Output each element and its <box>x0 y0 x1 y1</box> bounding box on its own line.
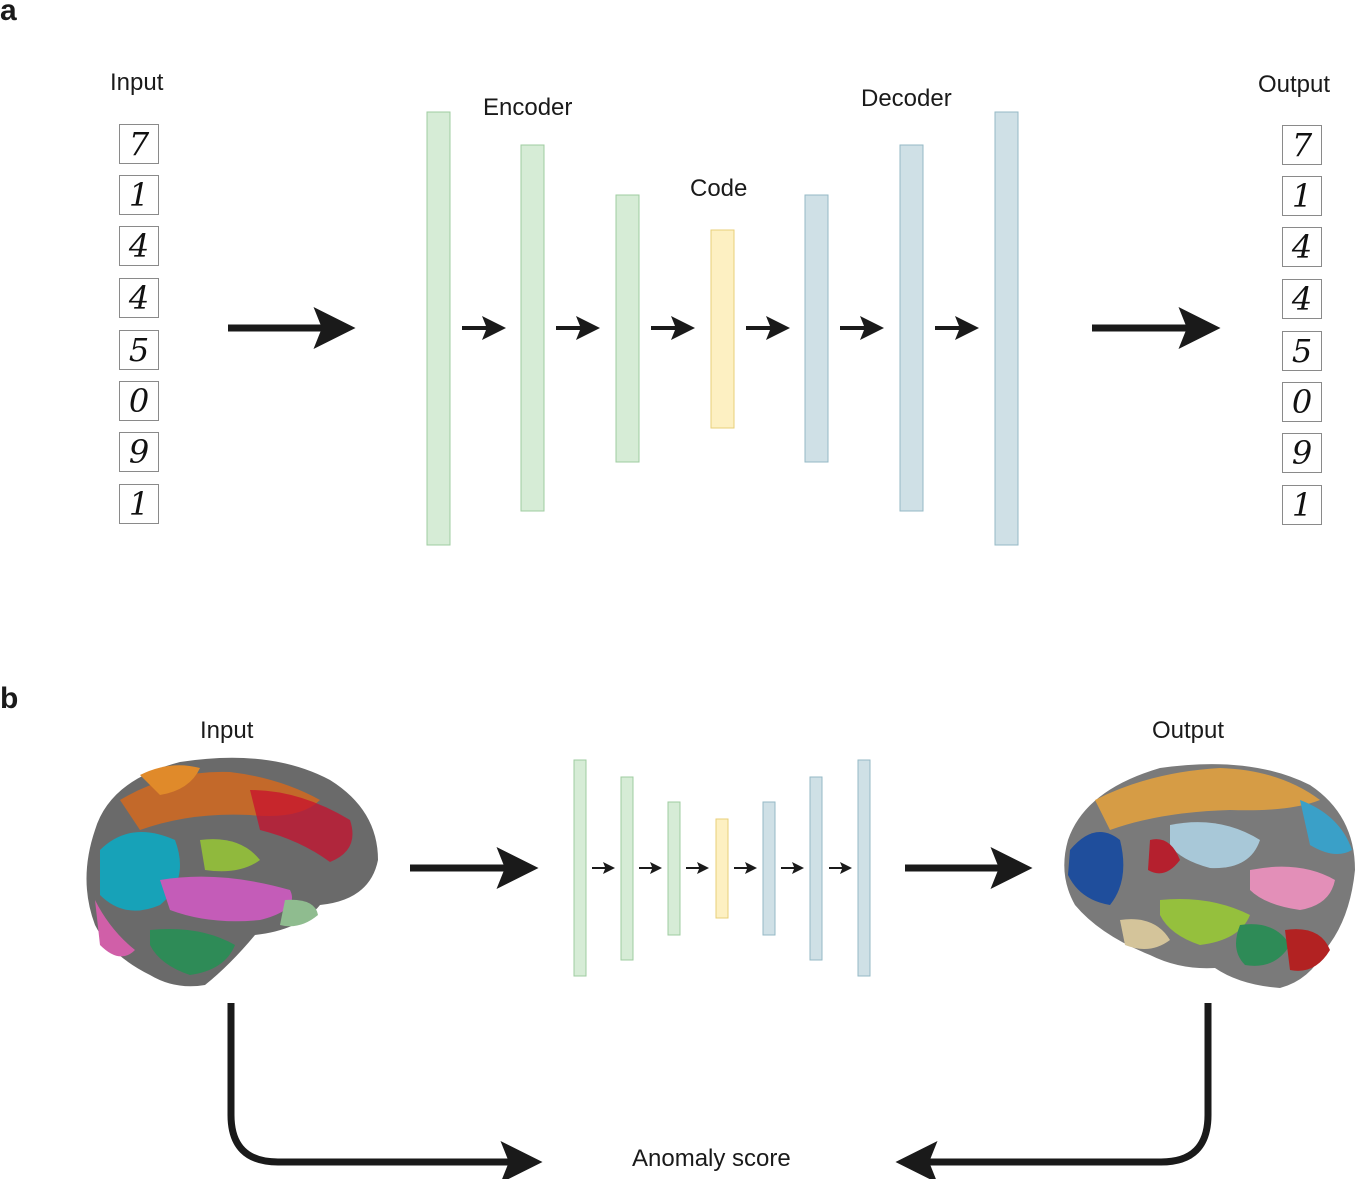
input-digit-image: 1 <box>119 175 159 215</box>
decoder-layer-3 <box>994 111 1019 546</box>
input-digit-image: 0 <box>119 381 159 421</box>
output-digit-image: 9 <box>1282 433 1322 473</box>
b-encoder-layer-2 <box>620 776 634 961</box>
panel-b-output-label: Output <box>1152 717 1225 744</box>
decoder-layer-2 <box>899 144 924 512</box>
input-digit-image: 9 <box>119 432 159 472</box>
encoder-layer-2 <box>520 144 545 512</box>
input-digit-image: 4 <box>119 278 159 318</box>
input-digit-image: 4 <box>119 226 159 266</box>
decoder-label: Decoder <box>861 85 952 112</box>
b-code-layer <box>715 818 729 919</box>
output-digit-image: 1 <box>1282 485 1322 525</box>
output-brain-tractography-image <box>1064 764 1355 988</box>
decoder-layer-1 <box>804 194 829 463</box>
input-to-score-arrow <box>227 1003 543 1179</box>
b-decoder-layer-2 <box>809 776 823 961</box>
code-label: Code <box>690 175 748 202</box>
input-brain-tractography-image <box>86 757 378 987</box>
panel-a-input-label: Input <box>110 69 164 96</box>
output-digit-image: 7 <box>1282 125 1322 165</box>
anomaly-score-label: Anomaly score <box>632 1145 791 1172</box>
output-to-score-arrow <box>895 1003 1212 1179</box>
output-digit-image: 4 <box>1282 227 1322 267</box>
panel-a-output-label: Output <box>1258 71 1331 98</box>
b-encoder-layer-3 <box>667 801 681 936</box>
b-decoder-layer-3 <box>857 759 871 977</box>
encoder-layer-3 <box>615 194 640 463</box>
encoder-layer-1 <box>426 111 451 546</box>
input-digit-image: 5 <box>119 330 159 370</box>
output-digit-image: 5 <box>1282 331 1322 371</box>
input-digit-image: 1 <box>119 484 159 524</box>
panel-b-input-label: Input <box>200 717 254 744</box>
code-layer <box>710 229 735 429</box>
input-digit-image: 7 <box>119 124 159 164</box>
panel-b-letter: b <box>0 682 19 715</box>
b-encoder-layer-1 <box>573 759 587 977</box>
output-digit-image: 1 <box>1282 176 1322 216</box>
encoder-label: Encoder <box>483 94 573 121</box>
b-decoder-layer-1 <box>762 801 776 936</box>
panel-a-letter: a <box>0 0 17 27</box>
output-digit-image: 0 <box>1282 382 1322 422</box>
output-digit-image: 4 <box>1282 279 1322 319</box>
